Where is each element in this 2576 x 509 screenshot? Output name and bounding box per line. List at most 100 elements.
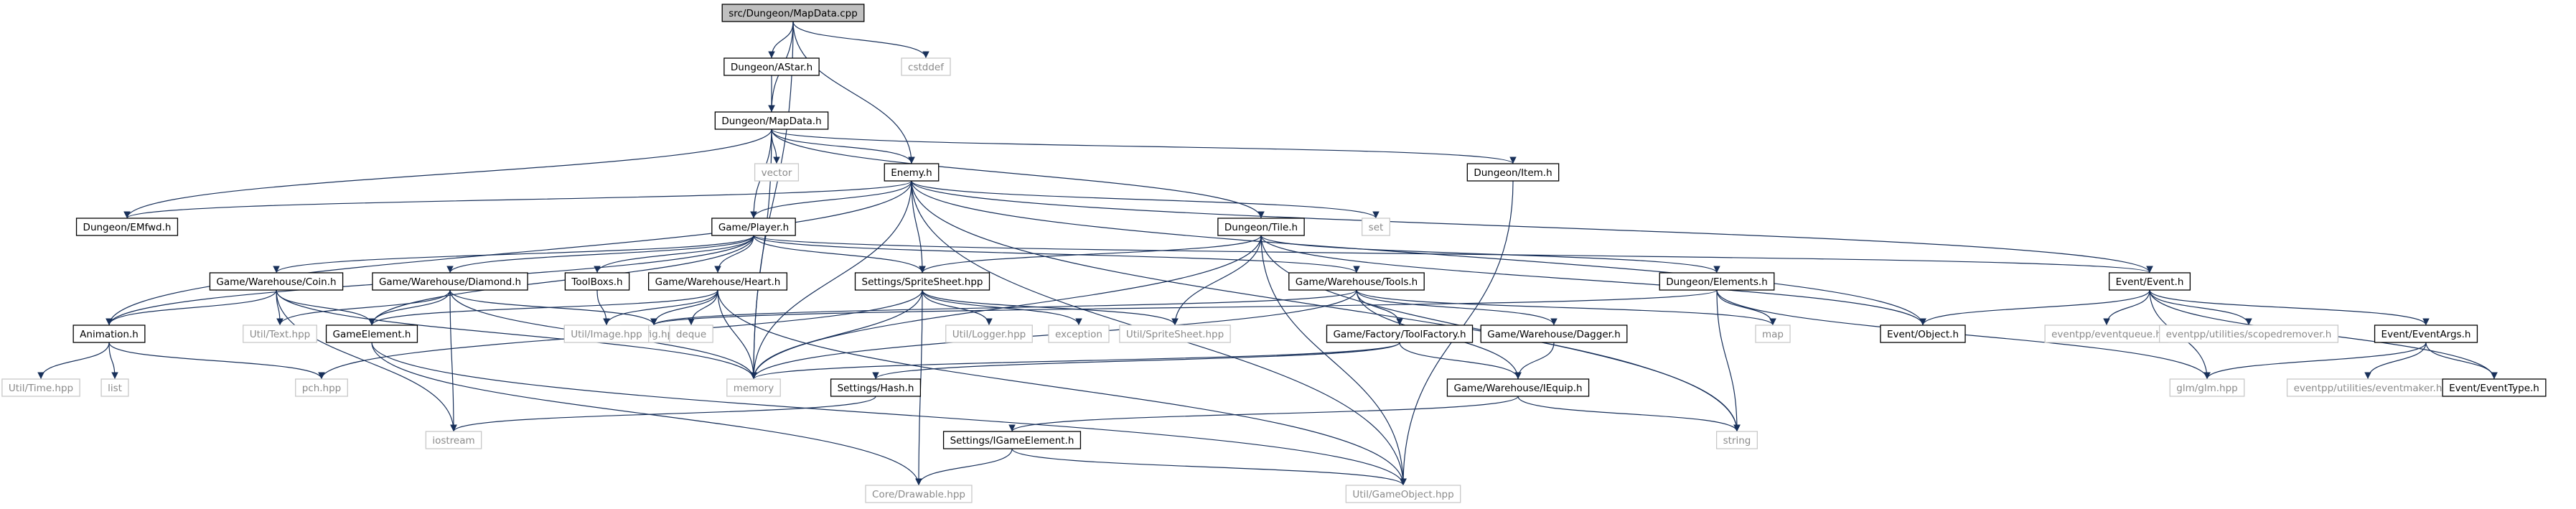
node-drawable: Core/Drawable.hpp <box>865 485 973 503</box>
node-box <box>243 324 317 343</box>
node-label: Dungeon/Item.h <box>1474 167 1552 179</box>
edge-player-to-tools <box>753 235 1360 274</box>
node-label: Event/EventArgs.h <box>2381 329 2471 340</box>
node-label: Util/Text.hpp <box>250 329 311 340</box>
edge-toolfactory-to-iequip <box>1399 342 1522 380</box>
node-toolfactory[interactable]: Game/Factory/ToolFactory.h <box>1326 324 1474 343</box>
node-heart[interactable]: Game/Warehouse/Heart.h <box>647 272 788 291</box>
node-eventargs[interactable]: Event/EventArgs.h <box>2374 324 2478 343</box>
node-label: eventpp/utilities/scopedremover.h <box>2166 329 2332 340</box>
node-enemy[interactable]: Enemy.h <box>884 163 940 182</box>
node-astar[interactable]: Dungeon/AStar.h <box>723 57 820 76</box>
node-label: iostream <box>432 435 474 447</box>
node-vector: vector <box>754 163 800 182</box>
node-box <box>830 378 922 397</box>
edge-spritehpp-to-utillogger <box>922 289 993 326</box>
edge-animation-to-list <box>108 342 118 380</box>
node-eventtype[interactable]: Event/EventType.h <box>2442 378 2547 397</box>
node-box <box>721 4 865 22</box>
edge-player-to-toolbox <box>594 235 754 274</box>
node-label: Util/Logger.hpp <box>952 329 1026 340</box>
node-utillogger: Util/Logger.hpp <box>945 324 1033 343</box>
node-emfwd[interactable]: Dungeon/EMfwd.h <box>75 218 179 236</box>
node-label: glm/glm.hpp <box>2176 383 2237 394</box>
node-eventqueue: eventpp/eventqueue.h <box>2044 324 2169 343</box>
edge-event-to-object <box>1919 289 2150 326</box>
edge-player-to-spritehpp <box>753 235 926 274</box>
node-box <box>2442 378 2547 397</box>
node-box <box>1755 324 1791 343</box>
node-box <box>425 431 482 449</box>
edge-eventargs-to-glm <box>2203 342 2427 380</box>
node-label: exception <box>1055 329 1102 340</box>
node-event[interactable]: Event/Event.h <box>2108 272 2191 291</box>
node-label: src/Dungeon/MapData.cpp <box>729 8 858 19</box>
edge-iequip-to-igameelement <box>1008 396 1519 432</box>
edge-elements-to-map <box>1716 289 1776 326</box>
node-iequip[interactable]: Game/Warehouse/IEquip.h <box>1446 378 1590 397</box>
node-label: Animation.h <box>80 329 139 340</box>
node-diamond[interactable]: Game/Warehouse/Diamond.h <box>372 272 528 291</box>
node-box <box>2108 272 2191 291</box>
node-box <box>75 218 179 236</box>
node-label: string <box>1723 435 1751 447</box>
node-label: Util/Image.hpp <box>571 329 642 340</box>
edge-gameelement-to-gameobject <box>371 342 1407 486</box>
edge-elements-to-string <box>1716 289 1741 432</box>
node-hash[interactable]: Settings/Hash.h <box>830 378 922 397</box>
node-scoped: eventpp/utilities/scopedremover.h <box>2158 324 2339 343</box>
node-utiltext: Util/Text.hpp <box>243 324 317 343</box>
node-player[interactable]: Game/Player.h <box>711 218 796 236</box>
node-gameelement[interactable]: GameElement.h <box>325 324 418 343</box>
node-label: Settings/IGameElement.h <box>950 435 1074 447</box>
node-box <box>865 485 973 503</box>
node-toolbox[interactable]: ToolBoxs.h <box>564 272 630 291</box>
node-igameelement[interactable]: Settings/IGameElement.h <box>942 431 1082 449</box>
node-box <box>1659 272 1775 291</box>
node-pch: pch.hpp <box>295 378 348 397</box>
node-dagger[interactable]: Game/Warehouse/Dagger.h <box>1480 324 1628 343</box>
node-coin[interactable]: Game/Warehouse/Coin.h <box>209 272 344 291</box>
edge-event-to-eventargs <box>2149 289 2430 326</box>
node-set: set <box>1362 218 1390 236</box>
node-box <box>754 163 800 182</box>
node-label: Dungeon/Elements.h <box>1666 276 1768 288</box>
node-box <box>2169 378 2245 397</box>
edge-heart-to-memory <box>717 289 757 380</box>
node-label: Event/Object.h <box>1887 329 1959 340</box>
edge-tools-to-toolfactory <box>1356 289 1403 326</box>
edge-player-to-event <box>753 235 2153 274</box>
edge-root-to-enemy <box>792 21 915 164</box>
node-mapdata[interactable]: Dungeon/MapData.h <box>714 111 829 130</box>
edge-toolfactory-to-hash <box>872 342 1400 380</box>
edge-diamond-to-gameelement <box>368 289 451 326</box>
node-label: vector <box>762 167 792 179</box>
node-elements[interactable]: Dungeon/Elements.h <box>1659 272 1775 291</box>
node-animation[interactable]: Animation.h <box>72 324 146 343</box>
node-box <box>1466 163 1560 182</box>
node-box <box>372 272 528 291</box>
node-box <box>901 57 951 76</box>
node-spritehpp[interactable]: Settings/SpriteSheet.hpp <box>854 272 990 291</box>
node-label: eventpp/utilities/eventmaker.h <box>2294 383 2442 394</box>
node-utilimage: Util/Image.hpp <box>563 324 650 343</box>
edge-tools-to-map <box>1356 289 1776 326</box>
edges-layer <box>37 21 2498 486</box>
edge-heart-to-deque <box>688 289 718 326</box>
node-item[interactable]: Dungeon/Item.h <box>1466 163 1560 182</box>
edge-eventargs-to-eventtype <box>2425 342 2498 380</box>
node-object[interactable]: Event/Object.h <box>1880 324 1966 343</box>
node-tools[interactable]: Game/Warehouse/Tools.h <box>1288 272 1425 291</box>
edge-player-to-diamond <box>446 235 754 274</box>
node-box <box>209 272 344 291</box>
node-label: Game/Warehouse/Heart.h <box>655 276 781 288</box>
node-box <box>726 378 781 397</box>
node-box <box>2158 324 2339 343</box>
node-tile[interactable]: Dungeon/Tile.h <box>1217 218 1305 236</box>
edge-animation-to-utiltime <box>37 342 110 380</box>
node-label: memory <box>734 383 774 394</box>
node-label: set <box>1369 222 1384 233</box>
edge-elements-to-config <box>650 289 1718 326</box>
node-root[interactable]: src/Dungeon/MapData.cpp <box>721 4 865 22</box>
